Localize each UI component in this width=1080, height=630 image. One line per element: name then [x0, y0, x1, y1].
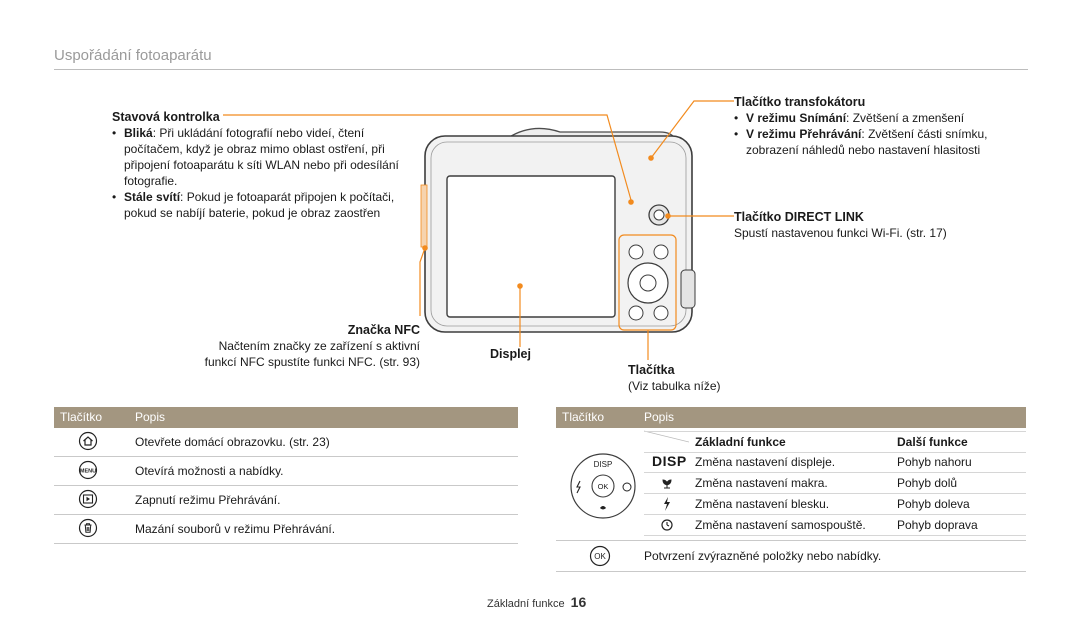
title-rule	[54, 69, 1028, 70]
macro-basic: Změna nastavení makra.	[695, 476, 828, 490]
flash-basic: Změna nastavení blesku.	[695, 497, 830, 511]
timer-basic: Změna nastavení samospouště.	[695, 518, 866, 532]
table-row: MENU Otevírá možnosti a nabídky.	[54, 457, 518, 486]
left-button-table: Tlačítko Popis Otevřete domácí obrazovku…	[54, 407, 518, 544]
timer-icon	[661, 519, 673, 531]
status-lamp-callout: Stavová kontrolka Bliká: Při ukládání fo…	[112, 109, 402, 221]
buttons-text: (Viz tabulka níže)	[628, 379, 721, 393]
trash-desc: Mazání souborů v režimu Přehrávání.	[135, 522, 336, 536]
footer-label: Základní funkce	[487, 598, 565, 610]
nfc-title: Značka NFC	[347, 323, 420, 337]
display-title: Displej	[490, 347, 531, 361]
status-lamp-item-blink: Bliká: Při ukládání fotografií nebo vide…	[112, 125, 402, 189]
status-lamp-item-steady: Stále svítí: Pokud je fotoaparát připoje…	[112, 189, 402, 221]
timer-other: Pohyb doprava	[897, 518, 978, 532]
table-row: Změna nastavení makra. Pohyb dolů	[644, 473, 1026, 494]
page-number: 16	[570, 594, 587, 610]
table-row: Otevřete domácí obrazovku. (str. 23)	[54, 428, 518, 457]
diagonal-divider	[644, 430, 689, 443]
disp-icon: DISP	[652, 453, 687, 469]
playback-desc: Zapnutí režimu Přehrávání.	[135, 493, 281, 507]
direct-link-text: Spustí nastavenou funkci Wi-Fi. (str. 17…	[734, 226, 947, 240]
right-header-desc: Popis	[644, 410, 675, 424]
right-button-table: Tlačítko Popis DISP OK Základní funkce D…	[556, 407, 1026, 572]
macro-other: Pohyb dolů	[897, 476, 958, 490]
home-desc: Otevřete domácí obrazovku. (str. 23)	[135, 435, 330, 449]
zoom-item-playback: V režimu Přehrávání: Zvětšení části sním…	[734, 126, 1034, 158]
ok-desc: Potvrzení zvýrazněné položky nebo nabídk…	[644, 549, 882, 563]
table-row: Mazání souborů v režimu Přehrávání.	[54, 515, 518, 544]
buttons-title: Tlačítka	[628, 363, 675, 377]
zoom-callout: Tlačítko transfokátoru V režimu Snímání:…	[734, 94, 1034, 158]
left-table-header: Tlačítko Popis	[54, 407, 518, 428]
macro-icon	[662, 479, 672, 489]
section-title: Uspořádání fotoaparátu	[54, 47, 212, 64]
right-header-button: Tlačítko	[562, 410, 605, 424]
camera-illustration	[223, 100, 734, 360]
left-header-desc: Popis	[135, 410, 166, 424]
flash-other: Pohyb doleva	[897, 497, 970, 511]
svg-text:OK: OK	[598, 482, 609, 491]
table-row: Zapnutí režimu Přehrávání.	[54, 486, 518, 515]
svg-text:MENU: MENU	[80, 468, 96, 474]
direct-link-callout: Tlačítko DIRECT LINK Spustí nastavenou f…	[734, 209, 1034, 241]
buttons-callout: Tlačítka (Viz tabulka níže)	[628, 362, 721, 394]
status-lamp-title: Stavová kontrolka	[112, 110, 220, 124]
left-header-button: Tlačítko	[60, 410, 103, 424]
svg-text:DISP: DISP	[594, 460, 613, 469]
menu-desc: Otevírá možnosti a nabídky.	[135, 464, 284, 478]
right-table-header: Tlačítko Popis	[556, 407, 1026, 428]
nfc-text-2: funkcí NFC spustíte funkci NFC. (str. 93…	[204, 355, 420, 369]
sub-header-basic: Základní funkce	[695, 435, 786, 449]
disp-basic: Změna nastavení displeje.	[695, 455, 836, 469]
table-row: DISP Změna nastavení displeje. Pohyb nah…	[644, 452, 1026, 473]
svg-text:OK: OK	[594, 552, 606, 561]
display-callout: Displej	[490, 346, 531, 362]
table-row: Změna nastavení blesku. Pohyb doleva	[644, 494, 1026, 515]
disp-other: Pohyb nahoru	[897, 455, 972, 469]
zoom-item-shooting: V režimu Snímání: Zvětšení a zmenšení	[734, 110, 1034, 126]
sub-header-other: Další funkce	[897, 435, 968, 449]
direct-link-title: Tlačítko DIRECT LINK	[734, 210, 864, 224]
right-sub-header: Základní funkce Další funkce	[644, 431, 1026, 453]
ok-row: OK Potvrzení zvýrazněné položky nebo nab…	[556, 540, 1026, 572]
zoom-title: Tlačítko transfokátoru	[734, 95, 866, 109]
home-icon	[78, 431, 98, 451]
flash-icon	[664, 497, 670, 511]
dial-icon: DISP OK	[570, 453, 636, 519]
nfc-text-1: Načtením značky ze zařízení s aktivní	[218, 339, 420, 353]
menu-icon: MENU	[78, 460, 98, 480]
ok-icon: OK	[589, 545, 611, 567]
trash-icon	[78, 518, 98, 538]
page-footer: Základní funkce 16	[487, 594, 586, 610]
nfc-callout: Značka NFC Načtením značky ze zařízení s…	[190, 322, 420, 370]
table-row: Změna nastavení samospouště. Pohyb dopra…	[644, 515, 1026, 536]
playback-icon	[78, 489, 98, 509]
